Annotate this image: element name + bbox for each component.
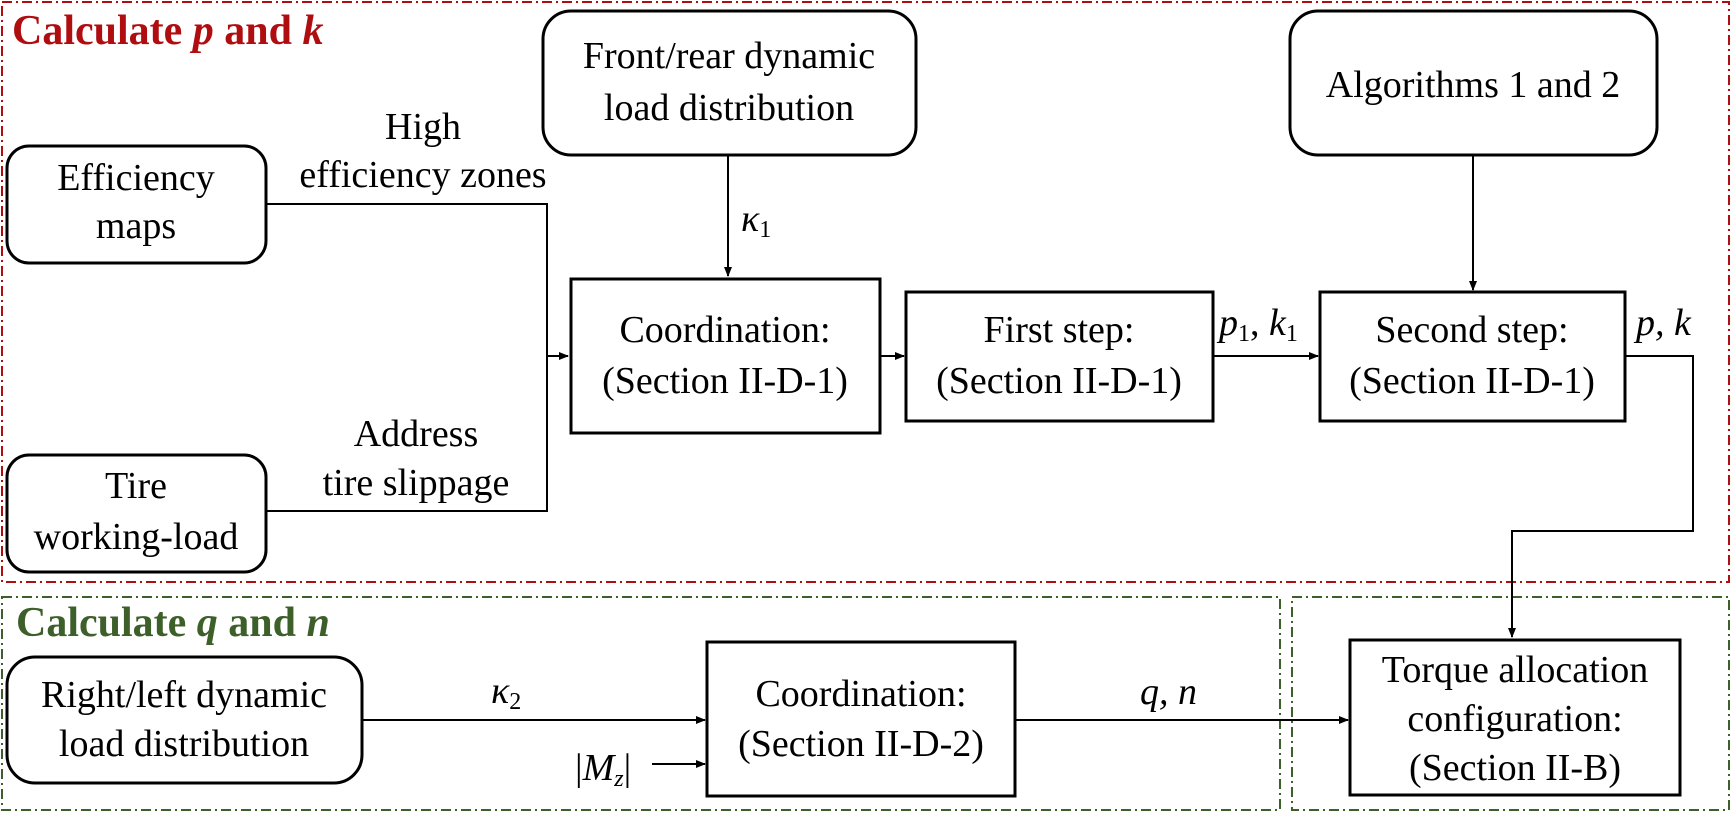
svg-text:load distribution: load distribution xyxy=(59,723,309,765)
svg-text:First step:: First step: xyxy=(984,309,1135,351)
node-first-step: First step: (Section II-D-1) xyxy=(904,290,1215,423)
svg-text:Right/left dynamic: Right/left dynamic xyxy=(41,674,327,716)
label-kappa1: κ1 xyxy=(741,198,771,243)
svg-text:Front/rear dynamic: Front/rear dynamic xyxy=(583,35,875,77)
node-second-step: Second step: (Section II-D-1) xyxy=(1318,290,1627,423)
section-qn-frame xyxy=(1,596,1281,811)
label-high-efficiency: High efficiency zones xyxy=(299,106,546,196)
node-front-rear-distribution: Front/rear dynamic load distribution xyxy=(541,9,918,157)
svg-text:(Section II-D-2): (Section II-D-2) xyxy=(738,723,984,765)
node-tire-working-load: Tire working-load xyxy=(5,453,268,574)
svg-text:Algorithms 1 and 2: Algorithms 1 and 2 xyxy=(1326,64,1620,106)
svg-text:(Section II-D-1): (Section II-D-1) xyxy=(936,360,1182,402)
edge-second-to-torque xyxy=(1508,355,1694,638)
svg-text:configuration:: configuration: xyxy=(1407,698,1622,740)
node-efficiency-maps: Efficiency maps xyxy=(5,144,268,265)
node-torque-allocation: Torque allocation configuration: (Sectio… xyxy=(1348,638,1682,797)
label-p1-k1: p1, k1 xyxy=(1216,302,1298,347)
node-coordination-2: Coordination: (Section II-D-2) xyxy=(705,640,1017,798)
section-qn-title: Calculate q and n xyxy=(16,600,330,646)
svg-text:Address: Address xyxy=(354,413,479,455)
edge-efficiency-to-coord1 xyxy=(266,203,569,360)
label-mz: |Mz| xyxy=(575,747,631,792)
svg-text:(Section II-D-1): (Section II-D-1) xyxy=(602,360,848,402)
edge-tire-to-coord1 xyxy=(266,356,548,512)
svg-text:(Section II-B): (Section II-B) xyxy=(1409,747,1621,789)
node-right-left-distribution: Right/left dynamic load distribution xyxy=(5,655,364,785)
svg-text:Tire: Tire xyxy=(105,465,167,507)
svg-text:(Section II-D-1): (Section II-D-1) xyxy=(1349,360,1595,402)
svg-text:Torque allocation: Torque allocation xyxy=(1382,649,1648,691)
svg-text:load distribution: load distribution xyxy=(604,87,854,129)
svg-text:Second step:: Second step: xyxy=(1375,309,1568,351)
label-address-tire-slippage: Address tire slippage xyxy=(323,413,510,504)
label-kappa2: κ2 xyxy=(491,670,521,715)
node-coordination-1: Coordination: (Section II-D-1) xyxy=(569,277,882,435)
svg-text:maps: maps xyxy=(96,205,176,247)
svg-text:Coordination:: Coordination: xyxy=(619,309,830,351)
section-torque-frame xyxy=(1291,596,1730,811)
svg-text:efficiency zones: efficiency zones xyxy=(299,154,546,196)
svg-text:tire slippage: tire slippage xyxy=(323,462,510,504)
label-q-n: q, n xyxy=(1140,671,1197,713)
section-pk-frame xyxy=(1,1,1730,583)
svg-text:Efficiency: Efficiency xyxy=(57,157,215,199)
svg-text:High: High xyxy=(385,106,461,148)
svg-text:Coordination:: Coordination: xyxy=(755,673,966,715)
label-p-k: p, k xyxy=(1633,302,1692,344)
svg-text:working-load: working-load xyxy=(34,516,239,558)
section-pk-title: Calculate p and k xyxy=(12,8,324,54)
connectors xyxy=(266,155,1694,768)
node-algorithms: Algorithms 1 and 2 xyxy=(1288,9,1659,157)
